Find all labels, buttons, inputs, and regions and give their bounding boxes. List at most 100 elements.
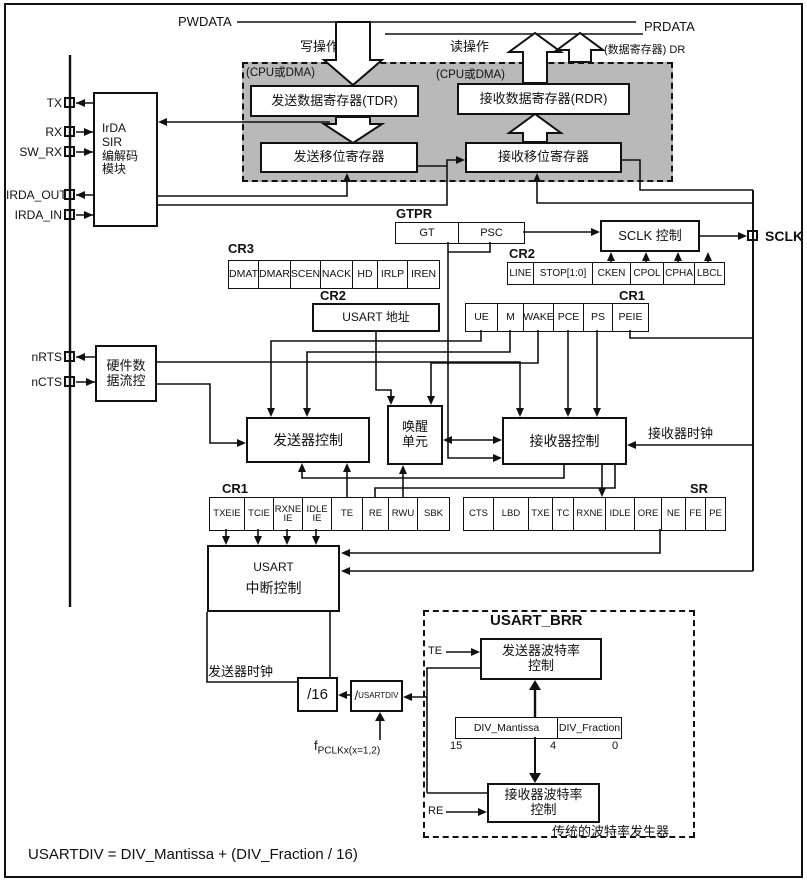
div16-block: /16 (297, 677, 338, 712)
fpclk-subscript: PCLKx(x=1,2) (317, 745, 381, 757)
reg-cell: M (498, 304, 524, 331)
usartdiv-formula: USARTDIV = DIV_Mantissa + (DIV_Fraction … (28, 846, 358, 863)
reg-cell: PS (584, 304, 613, 331)
usart-interrupt-control-block: USART 中断控制 (207, 545, 340, 612)
write-operation-label: 写操作 (300, 39, 340, 54)
rx-pin (64, 126, 75, 137)
reg-cell: UE (466, 304, 498, 331)
usart-brr-dashed-region (423, 610, 695, 838)
reg-cell: PSC (480, 226, 503, 239)
diagram-frame (4, 3, 803, 878)
hwflow-line1: 硬件数 (106, 357, 146, 373)
irda-out-pin-label: IRDA_OUT (6, 188, 67, 202)
rx-baud-rate-control-block: 接收器波特率 控制 (487, 783, 600, 823)
fpclk-base: f (314, 738, 318, 753)
reg-cell: PCE (554, 304, 584, 331)
gtpr-register: GT PSC (395, 222, 525, 244)
rx-baud-line1: 接收器波特率 (504, 787, 583, 803)
reg-cell: HD (353, 261, 378, 288)
transmitter-clock-label: 发送器时钟 (208, 664, 274, 679)
transmitter-control-block: 发送器控制 (246, 417, 370, 463)
data-register-dr-label: (数据寄存器) DR (604, 44, 686, 56)
rx-shift-register-block: 接收移位寄存器 (465, 142, 622, 173)
usart-brr-title: USART_BRR (490, 612, 583, 629)
sclk-pin-label: SCLK (765, 228, 804, 244)
cr1-bottom-register: TXEIE TCIE RXNE IE IDLE IE TE RE RWU SBK (209, 497, 450, 531)
reg-cell: RE (363, 498, 389, 530)
irda-line2: SIR (102, 134, 123, 149)
tx-baud-line2: 控制 (527, 658, 554, 673)
interrupt-line2: 中断控制 (245, 580, 302, 597)
reg-cell: TXEIE (210, 498, 245, 530)
reg-cell: PEIE (618, 311, 643, 324)
irda-in-pin-label: IRDA_IN (14, 208, 62, 222)
receiver-control-block: 接收器控制 (502, 417, 627, 465)
reg-cell: CKEN (593, 263, 631, 284)
cr2-register: LINE STOP[1:0] CKEN CPOL CPHA LBCL (507, 262, 725, 285)
reg-cell: TCIE (245, 498, 274, 530)
hw-flow-control-block: 硬件数 据流控 (95, 345, 157, 402)
reg-cell: IRLP (378, 261, 408, 288)
tx-baud-line1: 发送器波特率 (501, 643, 580, 659)
sclk-control-block: SCLK 控制 (600, 220, 700, 252)
prdata-bus-label: PRDATA (644, 19, 695, 34)
sr-register-label: SR (690, 481, 709, 496)
reg-cell: GT (396, 223, 459, 243)
reg-cell: RWU (389, 498, 418, 530)
reg-cell: DIV_Fraction (558, 721, 621, 734)
brr-bitfield-register: DIV_Mantissa DIV_Fraction (455, 717, 622, 739)
tx-baud-rate-control-block: 发送器波特率 控制 (480, 638, 602, 680)
reg-cell: LBD (494, 498, 529, 530)
reg-cell: LBCL (696, 267, 722, 279)
legacy-baud-generator-label: 传统的波特率发生器 (552, 824, 670, 839)
irda-sir-block: IrDA SIR 编解码 模块 (93, 92, 158, 227)
cr2-row-register-label: CR2 (509, 246, 536, 261)
irda-out-pin (64, 189, 75, 200)
hwflow-line2: 据流控 (106, 372, 146, 388)
re-signal-label: RE (428, 805, 444, 817)
wakeup-line2: 单元 (401, 434, 428, 449)
cr3-register: DMAT DMAR SCEN NACK HD IRLP IREN (228, 260, 440, 289)
sw-rx-pin (64, 146, 75, 157)
brr-bit0-label: 0 (612, 740, 619, 752)
reg-cell: TXE (529, 498, 553, 530)
reg-cell: WAKE (523, 304, 554, 331)
reg-cell: STOP[1:0] (534, 263, 593, 284)
reg-cell: DMAR (259, 261, 291, 288)
brr-bit4-label: 4 (550, 740, 557, 752)
reg-cell: CPHA (664, 263, 695, 284)
usartdiv-text: USARTDIV (358, 691, 399, 701)
wakeup-unit-block: 唤醒 单元 (387, 405, 443, 465)
reg-cell: ORE (635, 498, 662, 530)
sr-register: CTS LBD TXE TC RXNE IDLE ORE NE FE PE (463, 497, 726, 531)
reg-cell: DIV_Mantissa (456, 718, 558, 738)
reg-cell: RXNE IE (274, 498, 303, 530)
reg-cell: NACK (321, 261, 353, 288)
tx-pin-label: TX (46, 96, 62, 110)
tx-pin (64, 97, 75, 108)
fpclk-label: fPCLKx(x=1,2) (314, 738, 380, 757)
reg-cell: IDLE IE (303, 498, 332, 530)
cr1-top-register-label: CR1 (619, 288, 646, 303)
reg-cell: TE (332, 498, 363, 530)
sw-rx-pin-label: SW_RX (19, 145, 62, 159)
te-signal-label: TE (428, 645, 443, 657)
reg-cell: PE (709, 508, 722, 520)
reg-cell: IREN (410, 268, 437, 281)
reg-cell: NE (662, 498, 686, 530)
tx-shift-register-block: 发送移位寄存器 (260, 142, 418, 173)
reg-cell: FE (686, 498, 706, 530)
cr1-bot-register-label: CR1 (222, 481, 249, 496)
usartdiv-slash: / (354, 687, 359, 703)
reg-cell: SCEN (291, 261, 321, 288)
sclk-pin (747, 230, 758, 241)
ncts-pin (64, 376, 75, 387)
reg-cell: IDLE (606, 498, 635, 530)
ncts-pin-label: nCTS (31, 375, 62, 389)
usart-address-block: USART 地址 (312, 303, 440, 332)
reg-cell: SBK (423, 508, 443, 520)
rx-baud-line2: 控制 (530, 802, 557, 817)
rx-pin-label: RX (45, 125, 62, 139)
cr2-addr-register-label: CR2 (320, 288, 347, 303)
